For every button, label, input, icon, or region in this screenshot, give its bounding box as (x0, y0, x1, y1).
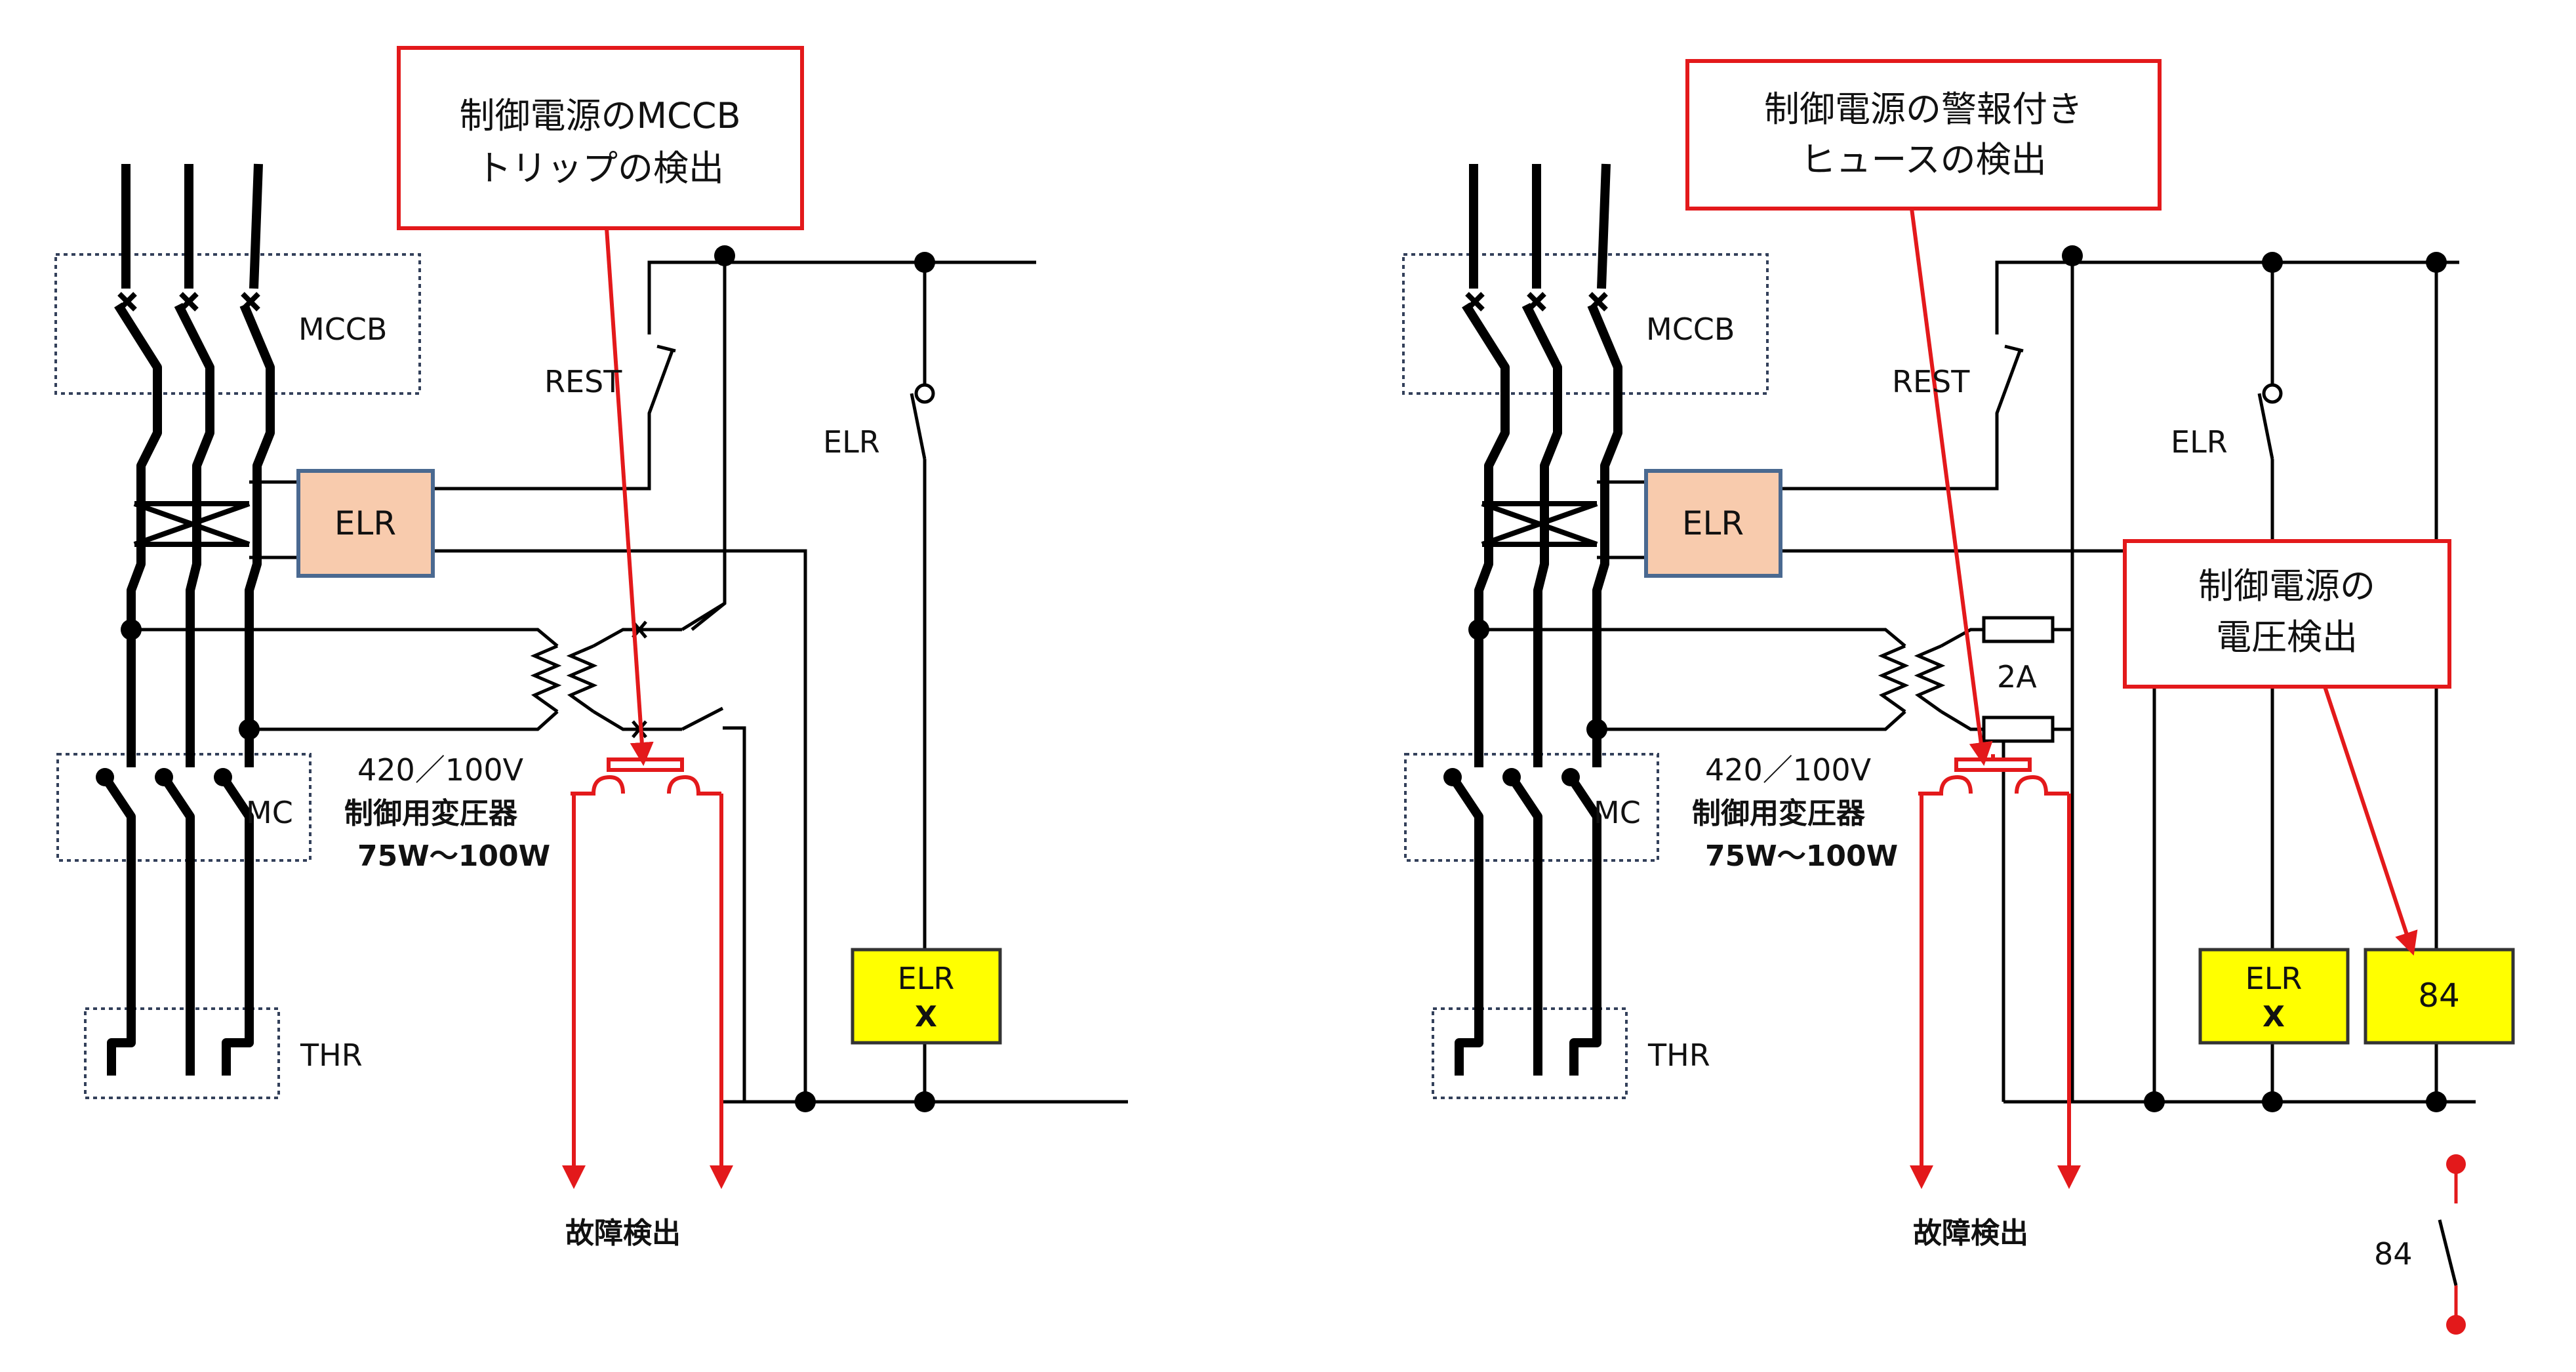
elr-contact-label: ELR (2171, 424, 2228, 460)
fuse-bottom (1982, 716, 2055, 743)
transformer-name: 制御用変圧器 (344, 797, 518, 830)
relay-x-label: X (915, 1000, 937, 1034)
thr-box (84, 1007, 280, 1099)
callout-voltage-line1: 制御電源の (2198, 565, 2375, 607)
transformer-rating: 75W～100W (357, 839, 550, 873)
callout-fuse (1685, 59, 2162, 211)
callout-mccb-trip (397, 46, 804, 230)
mc-label: MC (246, 795, 293, 830)
elr-box-label: ELR (334, 504, 396, 542)
left-diagram: ELR ELR X 制御電源のMCCB トリップの検出 MCCB MC THR … (54, 46, 1128, 1250)
relay-elr-x (851, 948, 1002, 1045)
zct-crossing (133, 501, 251, 547)
thr-box (1432, 1007, 1628, 1099)
callout-voltage-pointer (2323, 686, 2418, 956)
mccb-label: MCCB (298, 312, 387, 347)
contact-84-label: 84 (2374, 1236, 2413, 1272)
relay-elr-label: ELR (898, 961, 955, 996)
relay-elr-x (2198, 948, 2350, 1045)
callout-fuse-pointer (1910, 208, 1993, 766)
main-power-lines (1449, 163, 1622, 1076)
elr-contact-label: ELR (823, 424, 880, 460)
alarm-contact (562, 754, 733, 1189)
elr-box (1644, 469, 1782, 578)
mc-contact-dots (1443, 619, 1607, 786)
fault-label: 故障検出 (1913, 1217, 2028, 1250)
mccb-trip-marks (117, 292, 260, 312)
alarm-contact (1910, 754, 2081, 1189)
junction-dots (714, 245, 935, 1112)
transformer-rating: 75W～100W (1705, 839, 1898, 873)
fuse-top (1982, 616, 2055, 643)
transformer-name: 制御用変圧器 (1692, 797, 1866, 830)
transformer-ratio: 420／100V (357, 752, 524, 788)
elr-contact-terminal (2262, 383, 2283, 404)
mccb-box (1402, 253, 1769, 395)
mc-contact-dots (96, 619, 260, 786)
mc-box (56, 753, 312, 862)
transformer-ratio: 420／100V (1705, 752, 1872, 788)
thr-label: THR (300, 1038, 363, 1073)
control-mccb-crosses (632, 601, 726, 738)
contact-84 (2438, 1154, 2466, 1335)
mccb-box (54, 253, 421, 395)
mccb-trip-marks (1465, 292, 1608, 312)
callout-line1: 制御電源のMCCB (459, 95, 740, 136)
elr-box (296, 469, 435, 578)
junction-dots (2062, 245, 2447, 1112)
callout-fuse-line1: 制御電源の警報付き (1764, 89, 2083, 130)
rest-label: REST (544, 364, 622, 399)
relay-84 (2364, 948, 2515, 1045)
main-power-lines (101, 163, 275, 1076)
mccb-label: MCCB (1646, 312, 1735, 347)
mc-box (1404, 753, 1659, 862)
mc-label: MC (1594, 795, 1641, 830)
relay-elr-label: ELR (2245, 961, 2303, 996)
elr-box-label: ELR (1682, 504, 1744, 542)
callout-line2: トリップの検出 (476, 148, 724, 189)
callout-voltage (2123, 539, 2451, 689)
callout-pointer (605, 228, 654, 766)
elr-contact-terminal (914, 383, 935, 404)
relay-x-label: X (2263, 1000, 2285, 1034)
callout-fuse-line2: ヒュースの検出 (1800, 139, 2046, 180)
fault-label: 故障検出 (565, 1217, 681, 1250)
thr-label: THR (1647, 1038, 1710, 1073)
callout-voltage-line2: 電圧検出 (2216, 616, 2358, 658)
rest-label: REST (1892, 364, 1970, 399)
zct-crossing (1481, 501, 1598, 547)
relay-84-label: 84 (2418, 977, 2460, 1015)
right-diagram: ELR ELR X 84 制御電源の警報付き ヒュースの検出 制御 (1402, 59, 2515, 1335)
fuse-rating-label: 2A (1997, 659, 2037, 695)
control-wiring (131, 256, 1128, 1104)
